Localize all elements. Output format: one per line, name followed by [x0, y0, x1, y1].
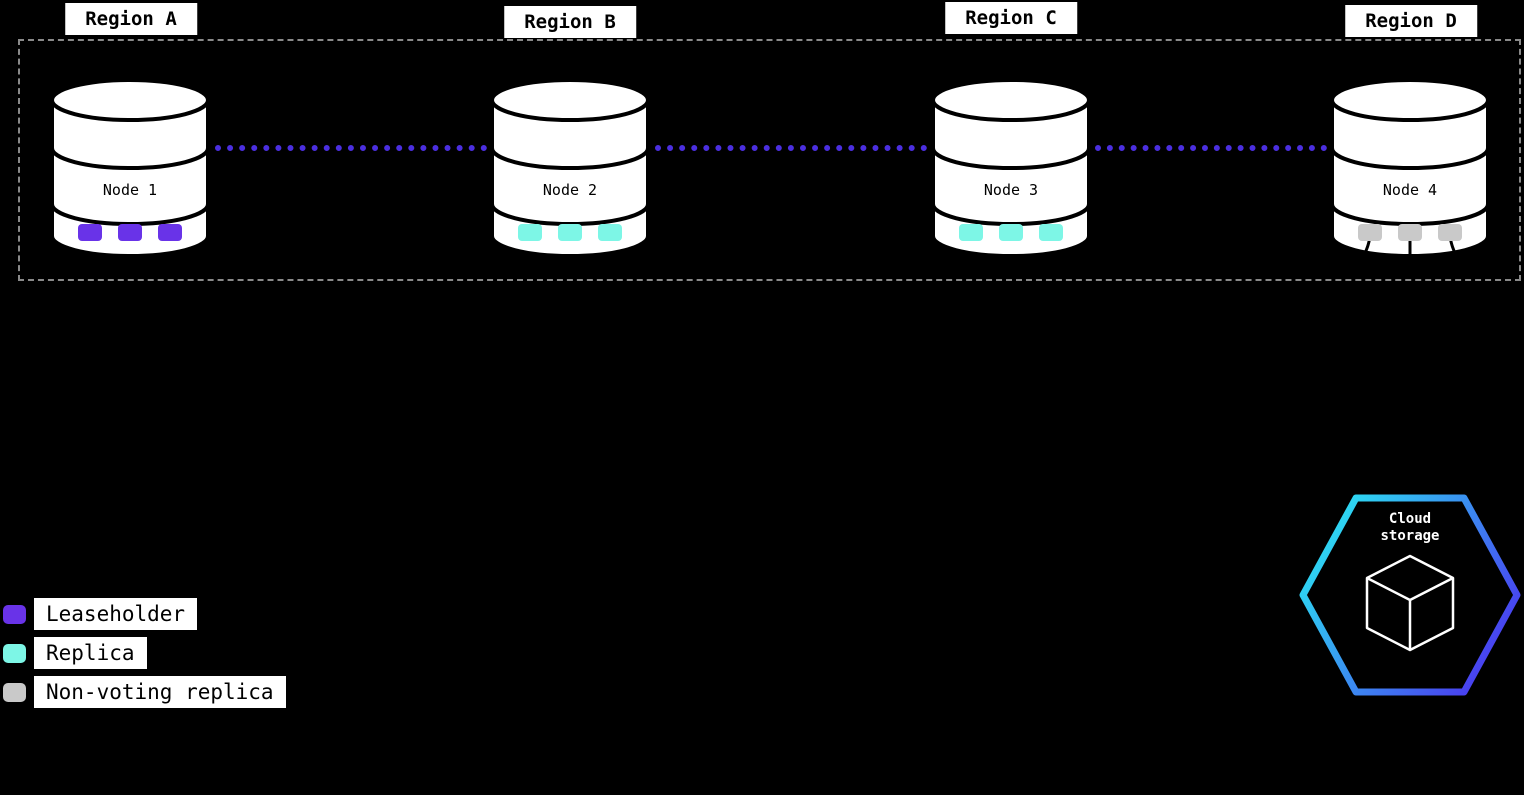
- leaseholder-swatch-icon: [3, 604, 26, 624]
- replication-link-1: [215, 145, 487, 151]
- cube-icon: [1365, 554, 1455, 652]
- node-3: Node 3: [931, 78, 1091, 278]
- region-c-label: Region C: [945, 2, 1077, 34]
- cloud-storage-hexagon-icon: Cloud storage: [1299, 494, 1521, 696]
- nonvoting-replica-swatch-icon: [3, 682, 26, 702]
- database-cylinder-icon: Node 2: [490, 78, 650, 258]
- node-label: Node 1: [103, 181, 157, 199]
- node-4: Node 4: [1330, 78, 1490, 278]
- regions-boundary: [18, 39, 1521, 281]
- node-label: Node 2: [543, 181, 597, 199]
- region-a-label: Region A: [65, 3, 197, 35]
- legend-item-nonvoting-replica: Non-voting replica: [3, 676, 286, 708]
- legend-item-replica: Replica: [3, 637, 286, 669]
- replica-chips: [1358, 224, 1462, 241]
- database-cylinder-icon: Node 3: [931, 78, 1091, 258]
- region-d-label: Region D: [1345, 5, 1477, 37]
- replica-chips: [78, 224, 182, 241]
- database-cylinder-icon: Node 4: [1330, 78, 1490, 270]
- cloud-storage: Cloud storage: [1296, 491, 1524, 699]
- replica-chips: [518, 224, 622, 241]
- node-label: Node 4: [1383, 181, 1437, 199]
- node-2: Node 2: [490, 78, 650, 278]
- node-label: Node 3: [984, 181, 1038, 199]
- region-b-label: Region B: [504, 6, 636, 38]
- legend: Leaseholder Replica Non-voting replica: [3, 598, 286, 708]
- replication-link-3: [1095, 145, 1327, 151]
- node-1: Node 1: [50, 78, 210, 278]
- cloud-storage-label-line2: storage: [1380, 528, 1439, 544]
- replica-chips: [959, 224, 1063, 241]
- cloud-storage-label-line1: Cloud: [1389, 511, 1431, 527]
- legend-label: Leaseholder: [34, 598, 198, 630]
- legend-item-leaseholder: Leaseholder: [3, 598, 286, 630]
- replica-swatch-icon: [3, 643, 26, 663]
- replication-link-2: [655, 145, 927, 151]
- legend-label: Replica: [34, 637, 147, 669]
- legend-label: Non-voting replica: [34, 676, 286, 708]
- database-cylinder-icon: Node 1: [50, 78, 210, 258]
